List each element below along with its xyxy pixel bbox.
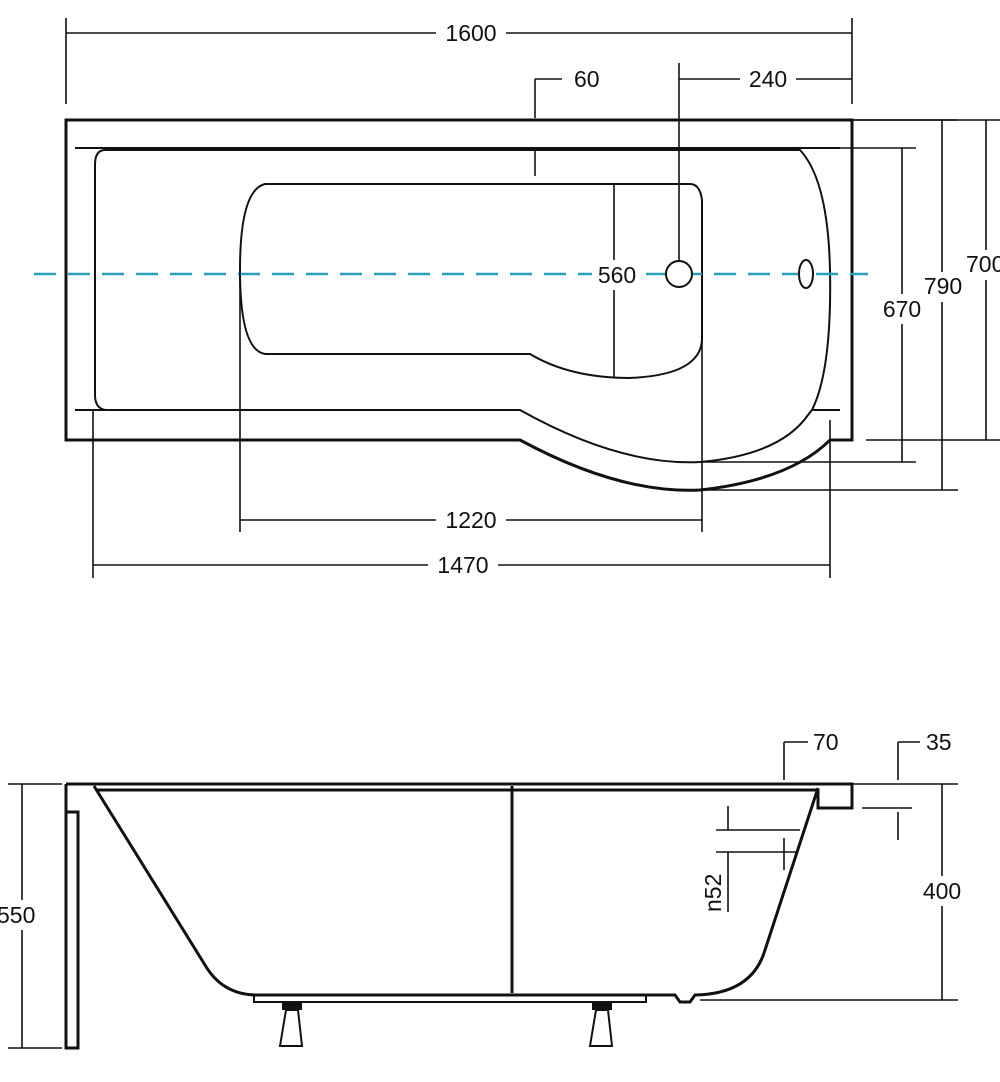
side-rim-outline: [66, 782, 854, 810]
base-frame: [253, 994, 647, 1003]
outer-rim-outline: [64, 118, 854, 492]
drain-hole: [665, 260, 693, 288]
dim-basin-length-label: 1220: [445, 507, 496, 533]
side-shell-outline: [92, 785, 820, 1004]
dim-overall-length-label: 1600: [445, 20, 496, 46]
dim-lip-height-label: 35: [926, 729, 952, 755]
dim-inner-depth-label: 400: [923, 878, 961, 904]
dim-depth-left-label: 670: [883, 296, 921, 322]
overflow-hole: [798, 259, 814, 289]
dim-inner-width-label: 560: [598, 262, 636, 288]
side-view: 70 35 n52 400 550: [0, 729, 968, 1050]
dim-rim-width-label: 70: [813, 729, 839, 755]
top-view: 1600 60 240 560 670 790 700: [34, 18, 1000, 580]
basin-outline: [238, 183, 703, 380]
foot-right: [588, 1002, 614, 1047]
side-panel-left: [64, 810, 80, 1050]
dim-depth-right-label: 790: [924, 273, 962, 299]
dim-overall-height-label: 550: [0, 902, 35, 928]
dim-rim-offset-label: 60: [574, 66, 600, 92]
dim-overall-depth-label: 700: [966, 251, 1000, 277]
dim-overflow-diameter-label: n52: [700, 874, 726, 912]
foot-left: [278, 1002, 304, 1047]
inner-rim-outline: [94, 149, 832, 464]
dim-inner-length-label: 1470: [437, 552, 488, 578]
dim-drain-offset-label: 240: [749, 66, 787, 92]
